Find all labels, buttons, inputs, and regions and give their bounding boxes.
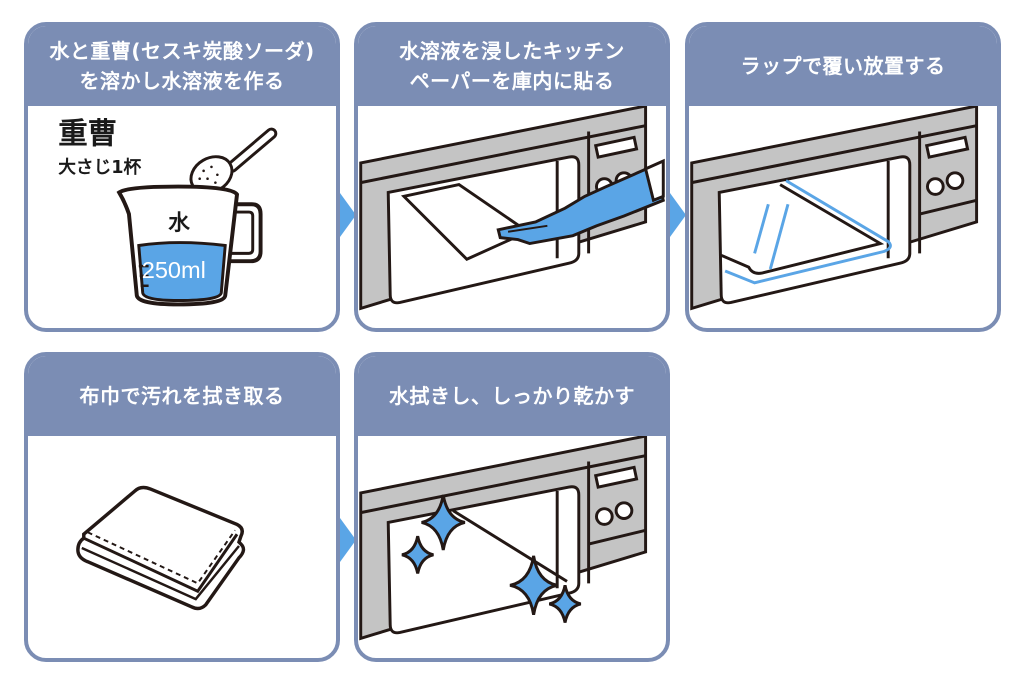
step-5-title-line-1: 水拭きし、しっかり乾かす [389, 384, 635, 408]
step-3-header: ラップで覆い放置する [689, 26, 997, 106]
step-1-header: 水と重曹(セスキ炭酸ソーダ) を溶かし水溶液を作る [28, 26, 336, 106]
arrow-right-icon [340, 193, 356, 237]
microwave-icon [359, 436, 648, 641]
step-2-panel: 水溶液を浸したキッチン ペーパーを庫内に貼る [354, 22, 670, 332]
step-4-title-line-1: 布巾で汚れを拭き取る [79, 384, 285, 408]
measuring-cup-icon [116, 184, 263, 307]
sparkle-icon [548, 584, 582, 623]
microwave-icon [690, 106, 979, 311]
folded-cloth-icon [76, 485, 246, 611]
step-2-illustration [358, 106, 666, 328]
step-4-illustration [28, 436, 336, 658]
microwave-with-paper-illustration [359, 106, 665, 311]
step-2-header: 水溶液を浸したキッチン ペーパーを庫内に貼る [358, 26, 666, 106]
clean-microwave-illustration [359, 436, 648, 641]
arrow-right-icon [670, 193, 686, 237]
gloved-hand-icon [496, 158, 665, 246]
step-1-title-line-1: 水と重曹(セスキ炭酸ソーダ) [49, 39, 315, 63]
cup-label: 水 [168, 211, 190, 236]
step-3-panel: ラップで覆い放置する [685, 22, 1001, 332]
arrow-right-icon [340, 518, 356, 562]
step-1-title-line-2: を溶かし水溶液を作る [79, 69, 285, 93]
amount-label: 大さじ1杯 [58, 156, 141, 178]
volume-label: 250ml [142, 257, 206, 283]
step-1-illustration: 重曹 大さじ1杯 水 250ml [28, 106, 336, 328]
step-3-title-line-1: ラップで覆い放置する [740, 54, 946, 78]
sparkle-icon [509, 555, 558, 616]
step-2-title-line-2: ペーパーを庫内に貼る [409, 69, 615, 93]
sparkle-icon [421, 494, 466, 551]
ingredient-label: 重曹 [58, 116, 117, 150]
step-2-title-line-1: 水溶液を浸したキッチン [399, 39, 625, 63]
measuring-cup-illustration: 重曹 大さじ1杯 水 250ml [58, 116, 278, 307]
step-3-illustration [689, 106, 997, 328]
step-5-header: 水拭きし、しっかり乾かす [358, 356, 666, 436]
sparkle-icon [401, 535, 434, 574]
step-4-header: 布巾で汚れを拭き取る [28, 356, 336, 436]
step-4-panel: 布巾で汚れを拭き取る [24, 352, 340, 662]
step-5-panel: 水拭きし、しっかり乾かす [354, 352, 670, 662]
plastic-wrap-icon [720, 179, 892, 285]
spoon-icon [189, 127, 278, 195]
step-5-illustration [358, 436, 666, 658]
folded-cloth-illustration [76, 485, 246, 611]
step-1-panel: 水と重曹(セスキ炭酸ソーダ) を溶かし水溶液を作る 重曹 大さじ1杯 [24, 22, 340, 332]
microwave-with-wrap-illustration [690, 106, 979, 311]
